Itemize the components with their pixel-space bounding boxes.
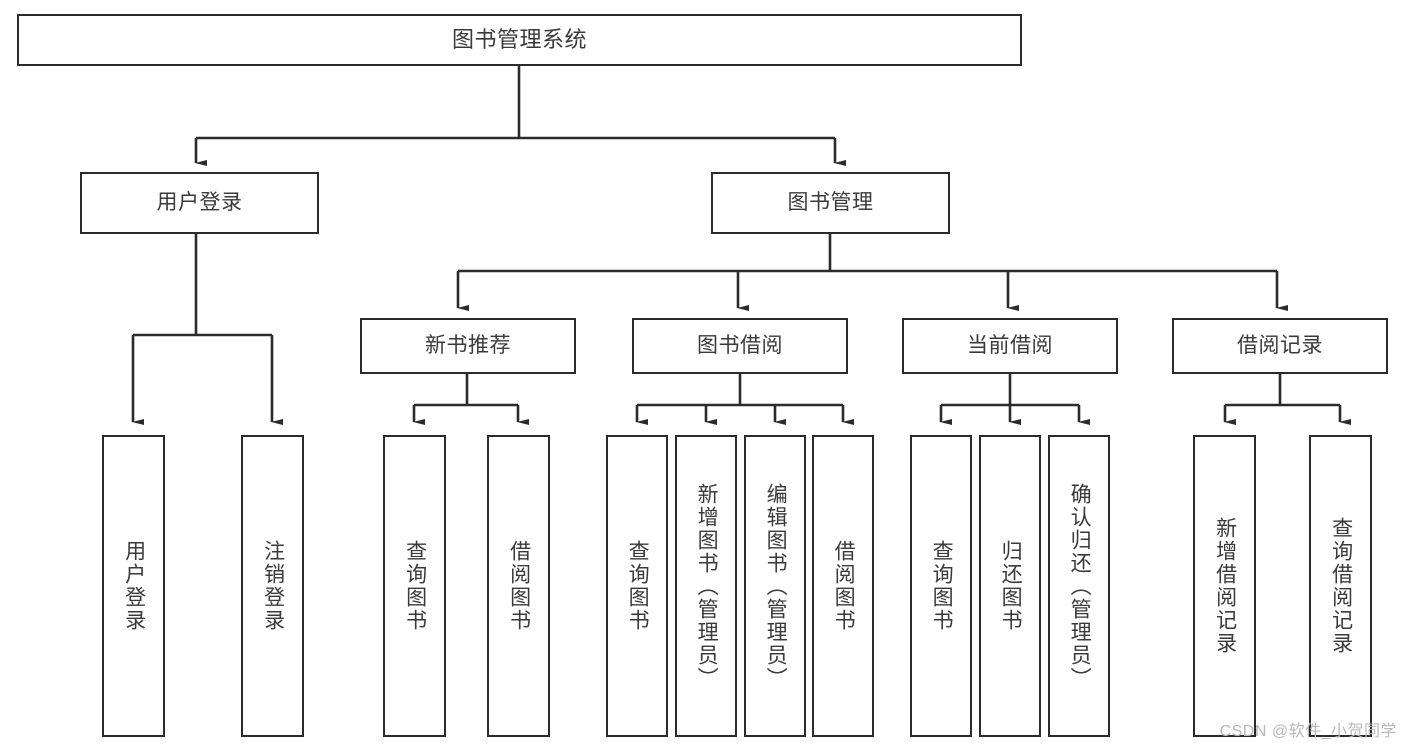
node-label: 查询图书: [930, 540, 954, 632]
node-label: 编辑图书（管理员）: [764, 482, 788, 690]
node-label: 归还图书: [999, 540, 1023, 632]
node-root-system[interactable]: 图书管理系统: [17, 14, 1022, 66]
node-label: 查询图书: [626, 540, 650, 632]
node-label: 借阅图书: [832, 540, 856, 632]
node-leaf-edit-book[interactable]: 编辑图书（管理员）: [744, 435, 806, 737]
node-leaf-logout-login[interactable]: 注销登录: [241, 435, 304, 737]
node-leaf-borrow-book-2[interactable]: 借阅图书: [812, 435, 874, 737]
node-current-borrow[interactable]: 当前借阅: [902, 318, 1118, 374]
node-label: 注销登录: [261, 540, 285, 632]
node-label: 图书管理: [787, 191, 874, 215]
node-leaf-add-book[interactable]: 新增图书（管理员）: [675, 435, 737, 737]
node-book-manage[interactable]: 图书管理: [711, 172, 950, 234]
node-label: 确认归还（管理员）: [1068, 482, 1092, 690]
node-label: 新增图书（管理员）: [695, 482, 719, 690]
node-label: 图书借阅: [697, 334, 783, 358]
node-new-book-recommend[interactable]: 新书推荐: [360, 318, 576, 374]
node-label: 用户登录: [122, 540, 146, 632]
watermark-text: CSDN @软件_小贺同学: [1219, 723, 1397, 740]
node-user-login[interactable]: 用户登录: [80, 172, 319, 234]
node-label: 查询借阅记录: [1329, 517, 1353, 655]
node-leaf-confirm-return[interactable]: 确认归还（管理员）: [1048, 435, 1110, 737]
node-leaf-add-record[interactable]: 新增借阅记录: [1193, 435, 1256, 737]
node-label: 新书推荐: [425, 334, 511, 358]
node-label: 当前借阅: [967, 334, 1053, 358]
node-leaf-return-book[interactable]: 归还图书: [979, 435, 1041, 737]
node-leaf-query-book-3[interactable]: 查询图书: [910, 435, 972, 737]
node-book-borrow[interactable]: 图书借阅: [632, 318, 848, 374]
node-label: 图书管理系统: [451, 26, 587, 52]
node-borrow-record[interactable]: 借阅记录: [1172, 318, 1388, 374]
node-leaf-query-book-1[interactable]: 查询图书: [383, 435, 446, 737]
node-label: 新增借阅记录: [1213, 517, 1237, 655]
node-leaf-query-book-2[interactable]: 查询图书: [606, 435, 668, 737]
node-label: 用户登录: [156, 191, 243, 215]
node-leaf-query-record[interactable]: 查询借阅记录: [1309, 435, 1372, 737]
node-leaf-user-login[interactable]: 用户登录: [102, 435, 165, 737]
node-label: 查询图书: [403, 540, 427, 632]
node-leaf-borrow-book-1[interactable]: 借阅图书: [487, 435, 550, 737]
node-label: 借阅图书: [507, 540, 531, 632]
node-label: 借阅记录: [1237, 334, 1323, 358]
